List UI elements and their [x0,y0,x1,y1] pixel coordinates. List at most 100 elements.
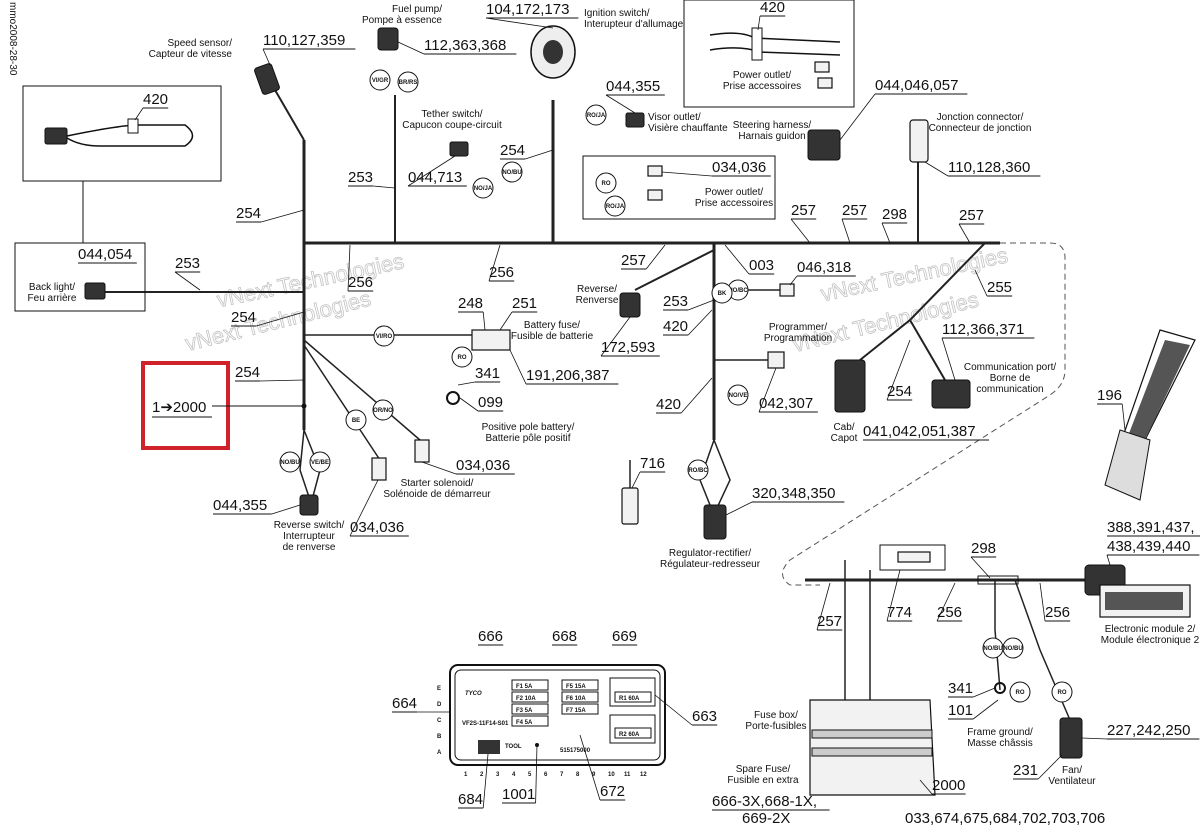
steering-harness-connector[interactable] [807,129,841,161]
label-parts-frame-ground-num-b: 101 [948,702,973,719]
fusebox-sec-no: 515175000 [560,748,591,754]
label-parts-fusebox-detail-n684: 684 [458,791,483,808]
left-box-connector [44,118,194,147]
reverse-connector[interactable] [619,292,641,318]
starter-connector-b[interactable] [414,439,430,463]
label-wires-w298b: 298 [971,540,996,557]
label-wires-w257c-leader [841,218,851,244]
wire-color-circle: RO/JA [604,195,626,217]
label-parts-fuse-box-num-leader [919,779,933,795]
wire-color-text: BE [352,418,360,424]
label-parts-reverse-label: Reverse/Renverse [576,284,619,306]
label-parts-frame-ground-num-a-leader [973,687,996,698]
tether-connector[interactable] [449,141,469,157]
label-parts-cab-num: 041,042,051,387 [863,423,976,440]
label-parts-fan-num-b-leader [1037,754,1063,780]
label-parts-fusebox-detail-n1001-leader [535,744,538,804]
fusebox-column-number: 3 [496,772,500,778]
label-parts-visor-num-leader [605,94,636,114]
doc-id: mmo2008-28-30 [7,2,18,76]
ignition-switch-glyph[interactable] [530,25,576,79]
programmer-connector-b[interactable] [767,351,785,369]
fuse-cell-label: F3 5A [516,708,533,714]
label-wires-w003-leader [724,244,750,275]
wire-color-circle: RO [1009,681,1031,703]
label-parts-fusebox-detail-n664: 664 [392,695,417,712]
label-parts-programmer-num-top-leader [789,275,798,286]
fusebox-part-no: VF2S-11F14-S01 [462,721,509,727]
label-parts-module2-label: Electronic module 2/Module électronique … [1101,624,1200,646]
fusebox-column-number: 2 [480,772,484,778]
label-parts-battery-fuse-num: 191,206,387 [526,367,609,384]
label-parts-c774-num-leader [886,569,901,622]
fuse-cell [511,715,549,727]
label-wires-w255-leader [974,269,988,297]
label-parts-positive-num-b: 099 [478,394,503,411]
label-parts-starter-num: 034,036 [456,457,510,474]
label-parts-fusebox-detail-n666: 666 [478,628,503,645]
fuse-cell-label: F4 5A [516,720,533,726]
label-parts-fan-num-b: 231 [1013,762,1038,779]
wire-color-text: NO/BU [502,170,521,176]
label-parts-power-mid-label: Power outlet/Prise accessoires [695,187,773,209]
label-parts-power-mid-num-leader [661,171,713,177]
fusebox-column-number: 7 [560,772,564,778]
label-wires-w257a-leader [645,244,666,270]
label-wires-w255: 255 [987,279,1012,296]
cab-connector[interactable] [834,359,866,413]
label-parts-fan-num-leader [1081,737,1108,740]
label-wires-w298a-leader [881,222,891,244]
label-parts-regulator-num-leader [725,501,753,516]
back-light-connector[interactable] [84,282,106,300]
label-parts-regulator-num: 320,348,350 [752,485,835,502]
communication-port[interactable] [931,379,971,409]
starter-connector-a[interactable] [371,457,387,481]
wire-color-circle: RO/JA [585,104,607,126]
wire-color-circle: VI/GR [369,69,391,91]
fan-connector[interactable] [1059,717,1083,759]
label-wires-w257f: 257 [817,613,842,630]
fusebox-row-letter: B [437,734,442,740]
programmer-connector-a[interactable] [779,283,795,297]
fuel-pump-connector[interactable] [377,27,399,51]
junction-connector[interactable] [909,119,929,163]
label-parts-other-034-num: 034,036 [350,519,404,536]
connector-716[interactable] [621,487,639,525]
reverse-switch-connector[interactable] [299,494,319,516]
positive-pole-ring[interactable] [446,391,460,405]
fuse-box-detail: TYCO VF2S-11F14-S01 TOOL 515175000 F1 5A… [437,664,666,778]
visor-connector[interactable] [625,112,645,128]
wire-color-text: RO [1016,690,1025,696]
label-wires-w420a-leader [687,309,713,336]
label-parts-positive-label: Positive pole battery/Batterie pôle posi… [482,422,575,444]
label-wires-w256a: 256 [348,274,373,291]
label-parts-power-mid-num: 034,036 [712,159,766,176]
wire-color-text: NO/JA [474,186,493,192]
fuse-cell [614,727,652,739]
fuse-cell [511,691,549,703]
power-outlet-b[interactable] [647,189,663,201]
label-wires-w256a-leader [347,244,351,292]
label-parts-fusebox-detail-n672: 672 [600,783,625,800]
label-parts-junction-num: 110,128,360 [948,159,1030,176]
label-parts-c774-num: 774 [887,604,912,621]
wire-color-circle: RO/BC [687,459,709,481]
regulator-connector[interactable] [703,504,727,540]
label-wires-w420b-leader [680,377,713,414]
label-wires-w257c: 257 [842,202,867,219]
battery-fuse-holder[interactable] [471,329,511,351]
power-outlet-a[interactable] [647,165,663,177]
fuse-box-right[interactable] [809,699,936,796]
electronic-module-2[interactable] [1084,564,1191,618]
label-wires-w254-left-leader [525,149,554,160]
label-parts-junction-label: Jonction connector/Connecteur de jonctio… [929,112,1032,134]
label-parts-power-top-num-leader [757,15,761,31]
dashed-boundary [782,242,1066,586]
wire-trunks [105,89,1000,511]
wire-color-text: VI/RO [376,334,393,340]
speed-sensor-connector[interactable] [254,63,280,95]
wire-color-circle: NO/BU [279,451,301,473]
label-wires-w254d-leader [886,339,911,401]
